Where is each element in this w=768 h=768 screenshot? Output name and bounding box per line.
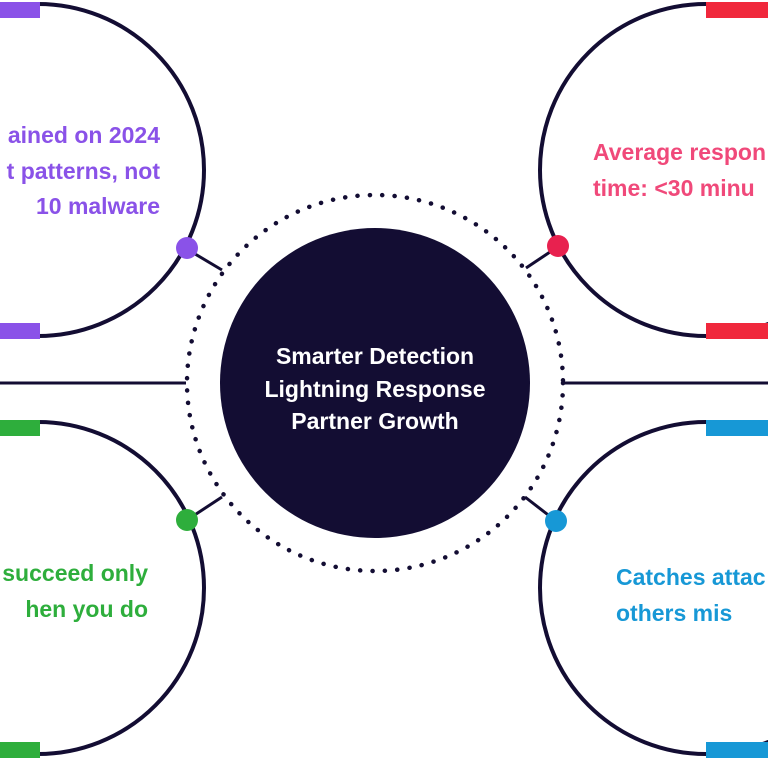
accent-bar-bottom <box>0 742 40 758</box>
feature-circle-bottom-right <box>538 420 768 758</box>
feature-text-line: hen you do <box>25 595 148 622</box>
dotted-ring <box>184 192 566 574</box>
center-line-2: Lightning Response <box>264 375 486 402</box>
feature-circle-top-right <box>538 2 768 339</box>
center-circle <box>220 228 530 538</box>
feature-text-bottom-right: Catches attac others mis <box>616 560 766 631</box>
node-dot <box>176 237 198 259</box>
accent-bar-bottom <box>706 742 768 758</box>
accent-bar-top <box>0 420 40 436</box>
feature-circle-top-left <box>0 2 206 339</box>
feature-text-line: succeed only <box>2 560 148 586</box>
center-line-1: Smarter Detection <box>275 343 475 369</box>
feature-text-line: t patterns, not <box>6 157 160 184</box>
center-label: Smarter Detection Lightning Response Par… <box>225 340 525 438</box>
feature-text-top-left: ained on 2024 t patterns, not 10 malware <box>7 118 160 225</box>
accent-bar-top <box>0 2 40 18</box>
accent-bar-bottom <box>0 323 40 339</box>
accent-bar-top <box>706 2 768 18</box>
feature-text-line: Average respon <box>593 139 766 165</box>
feature-text-line: ained on 2024 <box>7 122 160 148</box>
feature-text-line: others mis <box>616 599 733 626</box>
feature-text-bottom-left: succeed only hen you do <box>2 556 148 627</box>
node-dot <box>547 235 569 257</box>
node-dot <box>545 510 567 532</box>
node-dot <box>176 509 198 531</box>
accent-bar-bottom <box>706 323 768 339</box>
feature-text-line: time: <30 minu <box>593 174 755 201</box>
feature-text-top-right: Average respon time: <30 minu <box>593 135 766 206</box>
feature-text-line: 10 malware <box>35 193 160 220</box>
accent-bar-top <box>706 420 768 436</box>
feature-text-line: Catches attac <box>616 564 766 590</box>
feature-circle-bottom-left <box>0 420 206 758</box>
center-line-3: Partner Growth <box>291 408 459 435</box>
